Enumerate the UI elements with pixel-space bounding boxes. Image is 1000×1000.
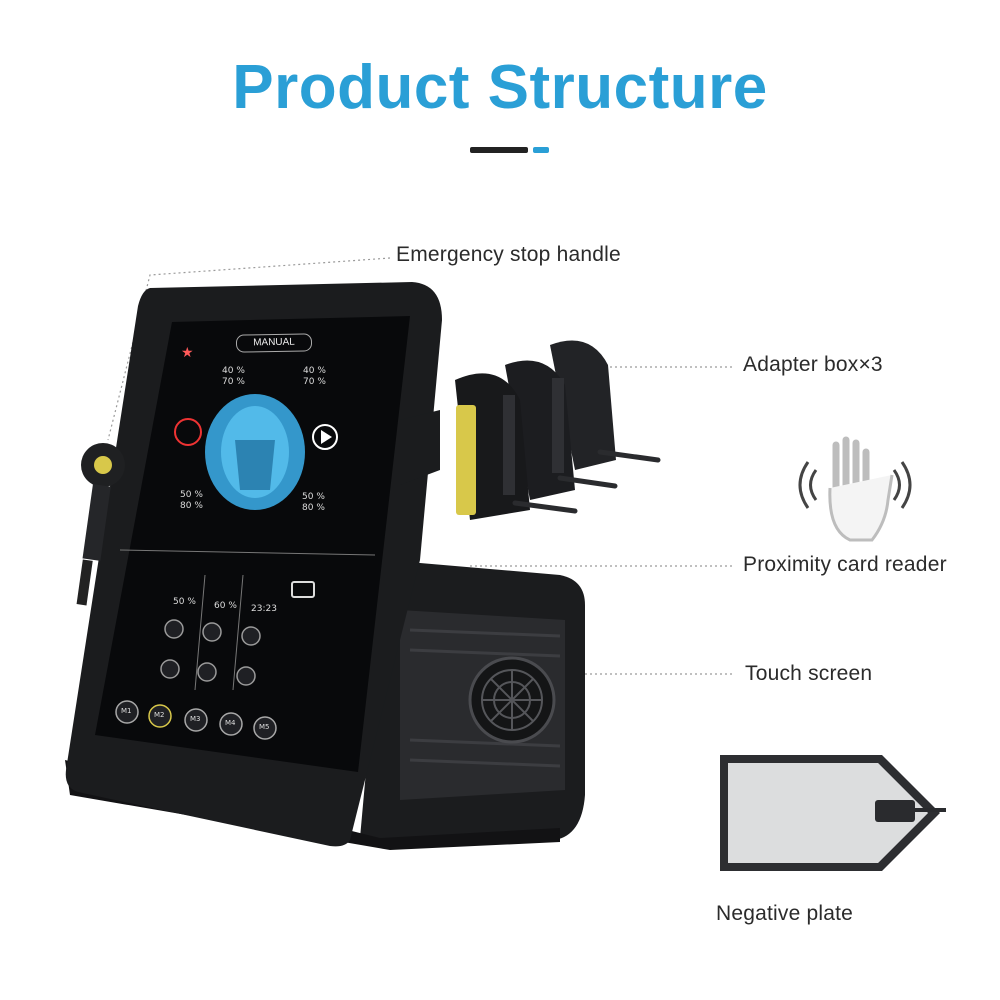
title-underline-accent xyxy=(533,147,549,153)
screen-bottom-value-2: 60 % xyxy=(214,601,237,611)
screen-bottom-value-1: 50 % xyxy=(173,597,196,607)
label-proximity-reader: Proximity card reader xyxy=(743,553,947,576)
screen-mid-right-values: 50 %80 % xyxy=(302,492,325,513)
screen-top-left-values: 40 %70 % xyxy=(222,366,245,387)
adapter-box-icon xyxy=(400,340,661,520)
screen-top-right-values: 40 %70 % xyxy=(303,366,326,387)
label-emergency-stop: Emergency stop handle xyxy=(396,243,621,266)
card-icon xyxy=(291,581,315,598)
electrode-plate-icon xyxy=(720,755,946,871)
emergency-stop-handle-icon xyxy=(76,443,125,606)
page-title: Product Structure xyxy=(232,53,768,122)
label-adapter-box: Adapter box×3 xyxy=(743,353,883,376)
leader-lines xyxy=(107,257,735,675)
mode-buttons xyxy=(115,700,277,740)
screen-mid-left-values: 50 %80 % xyxy=(180,490,203,511)
play-icon xyxy=(312,424,338,450)
screen-mode-buttons: M1 M2 M3 M4 M5 xyxy=(121,707,270,731)
screen-bottom-value-3: 23:23 xyxy=(251,604,277,614)
hand-proximity-icon xyxy=(798,436,912,542)
label-touch-screen: Touch screen xyxy=(745,662,873,685)
screen-mode-label: MANUAL xyxy=(235,333,313,353)
label-negative-plate: Negative plate xyxy=(716,902,854,925)
svg-text:★: ★ xyxy=(181,345,194,361)
adjust-buttons xyxy=(160,619,261,686)
device-icon: ★ xyxy=(65,282,585,850)
title-underline xyxy=(470,147,528,153)
